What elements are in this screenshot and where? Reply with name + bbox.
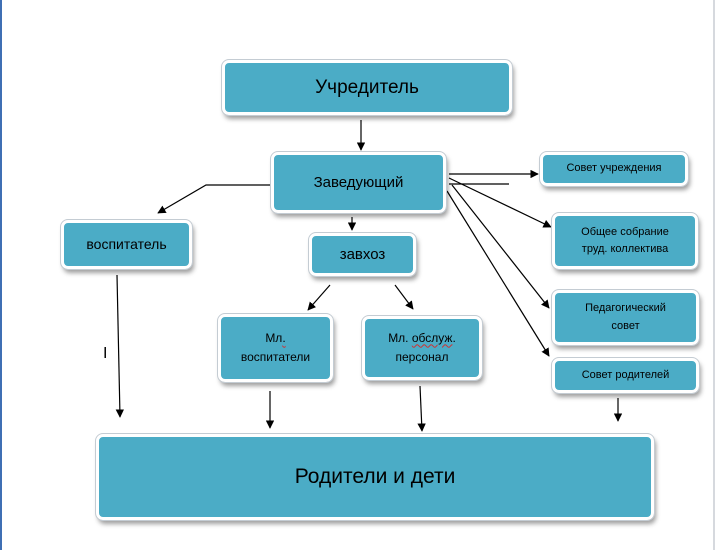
junior-educators-line1-prefix: Мл (265, 331, 283, 346)
head-box: Заведующий (270, 151, 447, 214)
arrow-supply-manager-to-junior-service-staff (394, 284, 414, 310)
junior-service-staff-line1-suffix: . (452, 331, 456, 346)
arrow-educator-to-parents-and-children (115, 274, 125, 418)
supply-manager-box: завхоз (308, 232, 417, 277)
supply-manager-label: завхоз (339, 245, 386, 263)
general-meeting-line2: труд. коллектива (581, 243, 669, 255)
educator-label: воспитатель (86, 235, 167, 252)
arrow-head-to-educator (157, 184, 272, 214)
junior-service-staff-line1-mark: обслуж (411, 331, 453, 346)
institution-council-label: Совет учреждения (566, 162, 662, 175)
stray-text-mark: I (103, 345, 108, 362)
parents-and-children-label: Родители и дети (294, 464, 456, 488)
general-meeting-box: Общее собрание труд. коллектива (551, 212, 699, 270)
pedagogical-council-line1: Педагогический (585, 302, 666, 315)
parents-council-box: Совет родителей (551, 357, 700, 394)
junior-service-staff-box: Мл. обслуж. персонал (361, 315, 483, 381)
founder-label: Учредитель (315, 76, 419, 98)
junior-educators-line2: воспитатели (240, 350, 311, 364)
arrow-head-to-general-meeting (448, 177, 552, 228)
educator-box: воспитатель (60, 219, 193, 270)
junior-service-staff-line1-prefix: Мл. (388, 331, 409, 346)
junior-service-staff-line1: Мл. обслуж. (388, 329, 456, 348)
pedagogical-council-text: Педагогический совет (585, 300, 666, 334)
pedagogical-council-box: Педагогический совет (551, 289, 700, 346)
arrow-supply-manager-to-junior-educators (307, 284, 331, 311)
pedagogical-council-line2: совет (611, 319, 640, 332)
founder-box: Учредитель (221, 59, 513, 116)
general-meeting-line1: Общее собрание (581, 225, 669, 238)
right-page-edge (713, 0, 715, 550)
head-label: Заведующий (313, 173, 404, 191)
parents-council-label: Совет родителей (581, 368, 670, 381)
junior-educators-box: Мл. воспитатели (217, 313, 334, 383)
arrow-head-to-pedagogical-council (451, 184, 550, 309)
junior-service-staff-line2: персонал (395, 350, 449, 364)
parents-and-children-box: Родители и дети (95, 433, 655, 521)
junior-educators-line1-mark: . (282, 331, 286, 346)
arrow-head-to-parents-council (446, 190, 550, 357)
junior-educators-line1: Мл. (241, 329, 310, 348)
junior-educators-text: Мл. воспитатели (241, 329, 310, 366)
junior-service-staff-text: Мл. обслуж. персонал (388, 329, 456, 366)
arrow-junior-service-staff-to-parents-and-children (417, 385, 426, 432)
general-meeting-text: Общее собрание труд. коллектива (581, 224, 669, 258)
institution-council-box: Совет учреждения (539, 151, 689, 187)
left-page-edge (0, 0, 2, 550)
